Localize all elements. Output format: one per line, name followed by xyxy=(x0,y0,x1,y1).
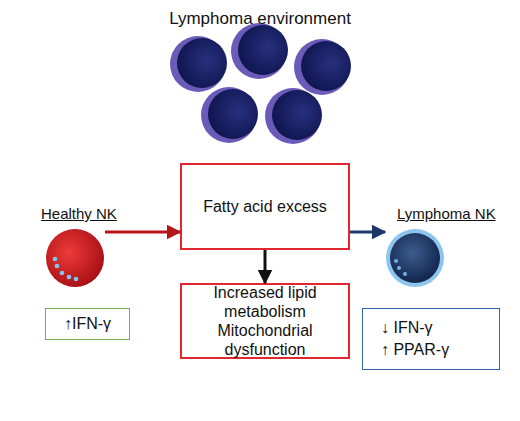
nk-cell-node: Lymphoma NK xyxy=(385,228,445,288)
text-box: Fatty acid excess xyxy=(180,163,350,250)
text-box: ↑IFN-γ xyxy=(45,308,130,340)
nk-cell-node: Healthy NK xyxy=(45,228,105,288)
box-text: ↑IFN-γ xyxy=(64,315,111,333)
tumor-cell xyxy=(231,23,288,79)
healthy-nk-cell xyxy=(45,228,105,288)
box-text: Mitochondrial dysfunction xyxy=(200,321,330,359)
text-box: Increased lipid metabolismMitochondrial … xyxy=(180,283,350,359)
box-text: Increased lipid metabolism xyxy=(200,283,330,321)
tumor-cell xyxy=(201,87,258,143)
arrow-connector xyxy=(105,231,180,234)
lymphoma-nk-cell xyxy=(385,228,445,288)
arrow-connector xyxy=(350,231,385,234)
box-text: ↑ PPAR-γ xyxy=(381,339,449,361)
text-box: ↓ IFN-γ↑ PPAR-γ xyxy=(362,308,500,370)
diagram-title: Lymphoma environment xyxy=(0,9,520,29)
tumor-cell xyxy=(265,88,322,144)
tumor-cell xyxy=(170,36,227,92)
cell-heading: Healthy NK xyxy=(41,205,117,222)
box-text: ↓ IFN-γ xyxy=(381,317,433,339)
cell-heading: Lymphoma NK xyxy=(397,205,496,222)
box-text: Fatty acid excess xyxy=(203,197,327,216)
arrow-connector xyxy=(264,250,267,283)
tumor-cell xyxy=(294,39,351,95)
